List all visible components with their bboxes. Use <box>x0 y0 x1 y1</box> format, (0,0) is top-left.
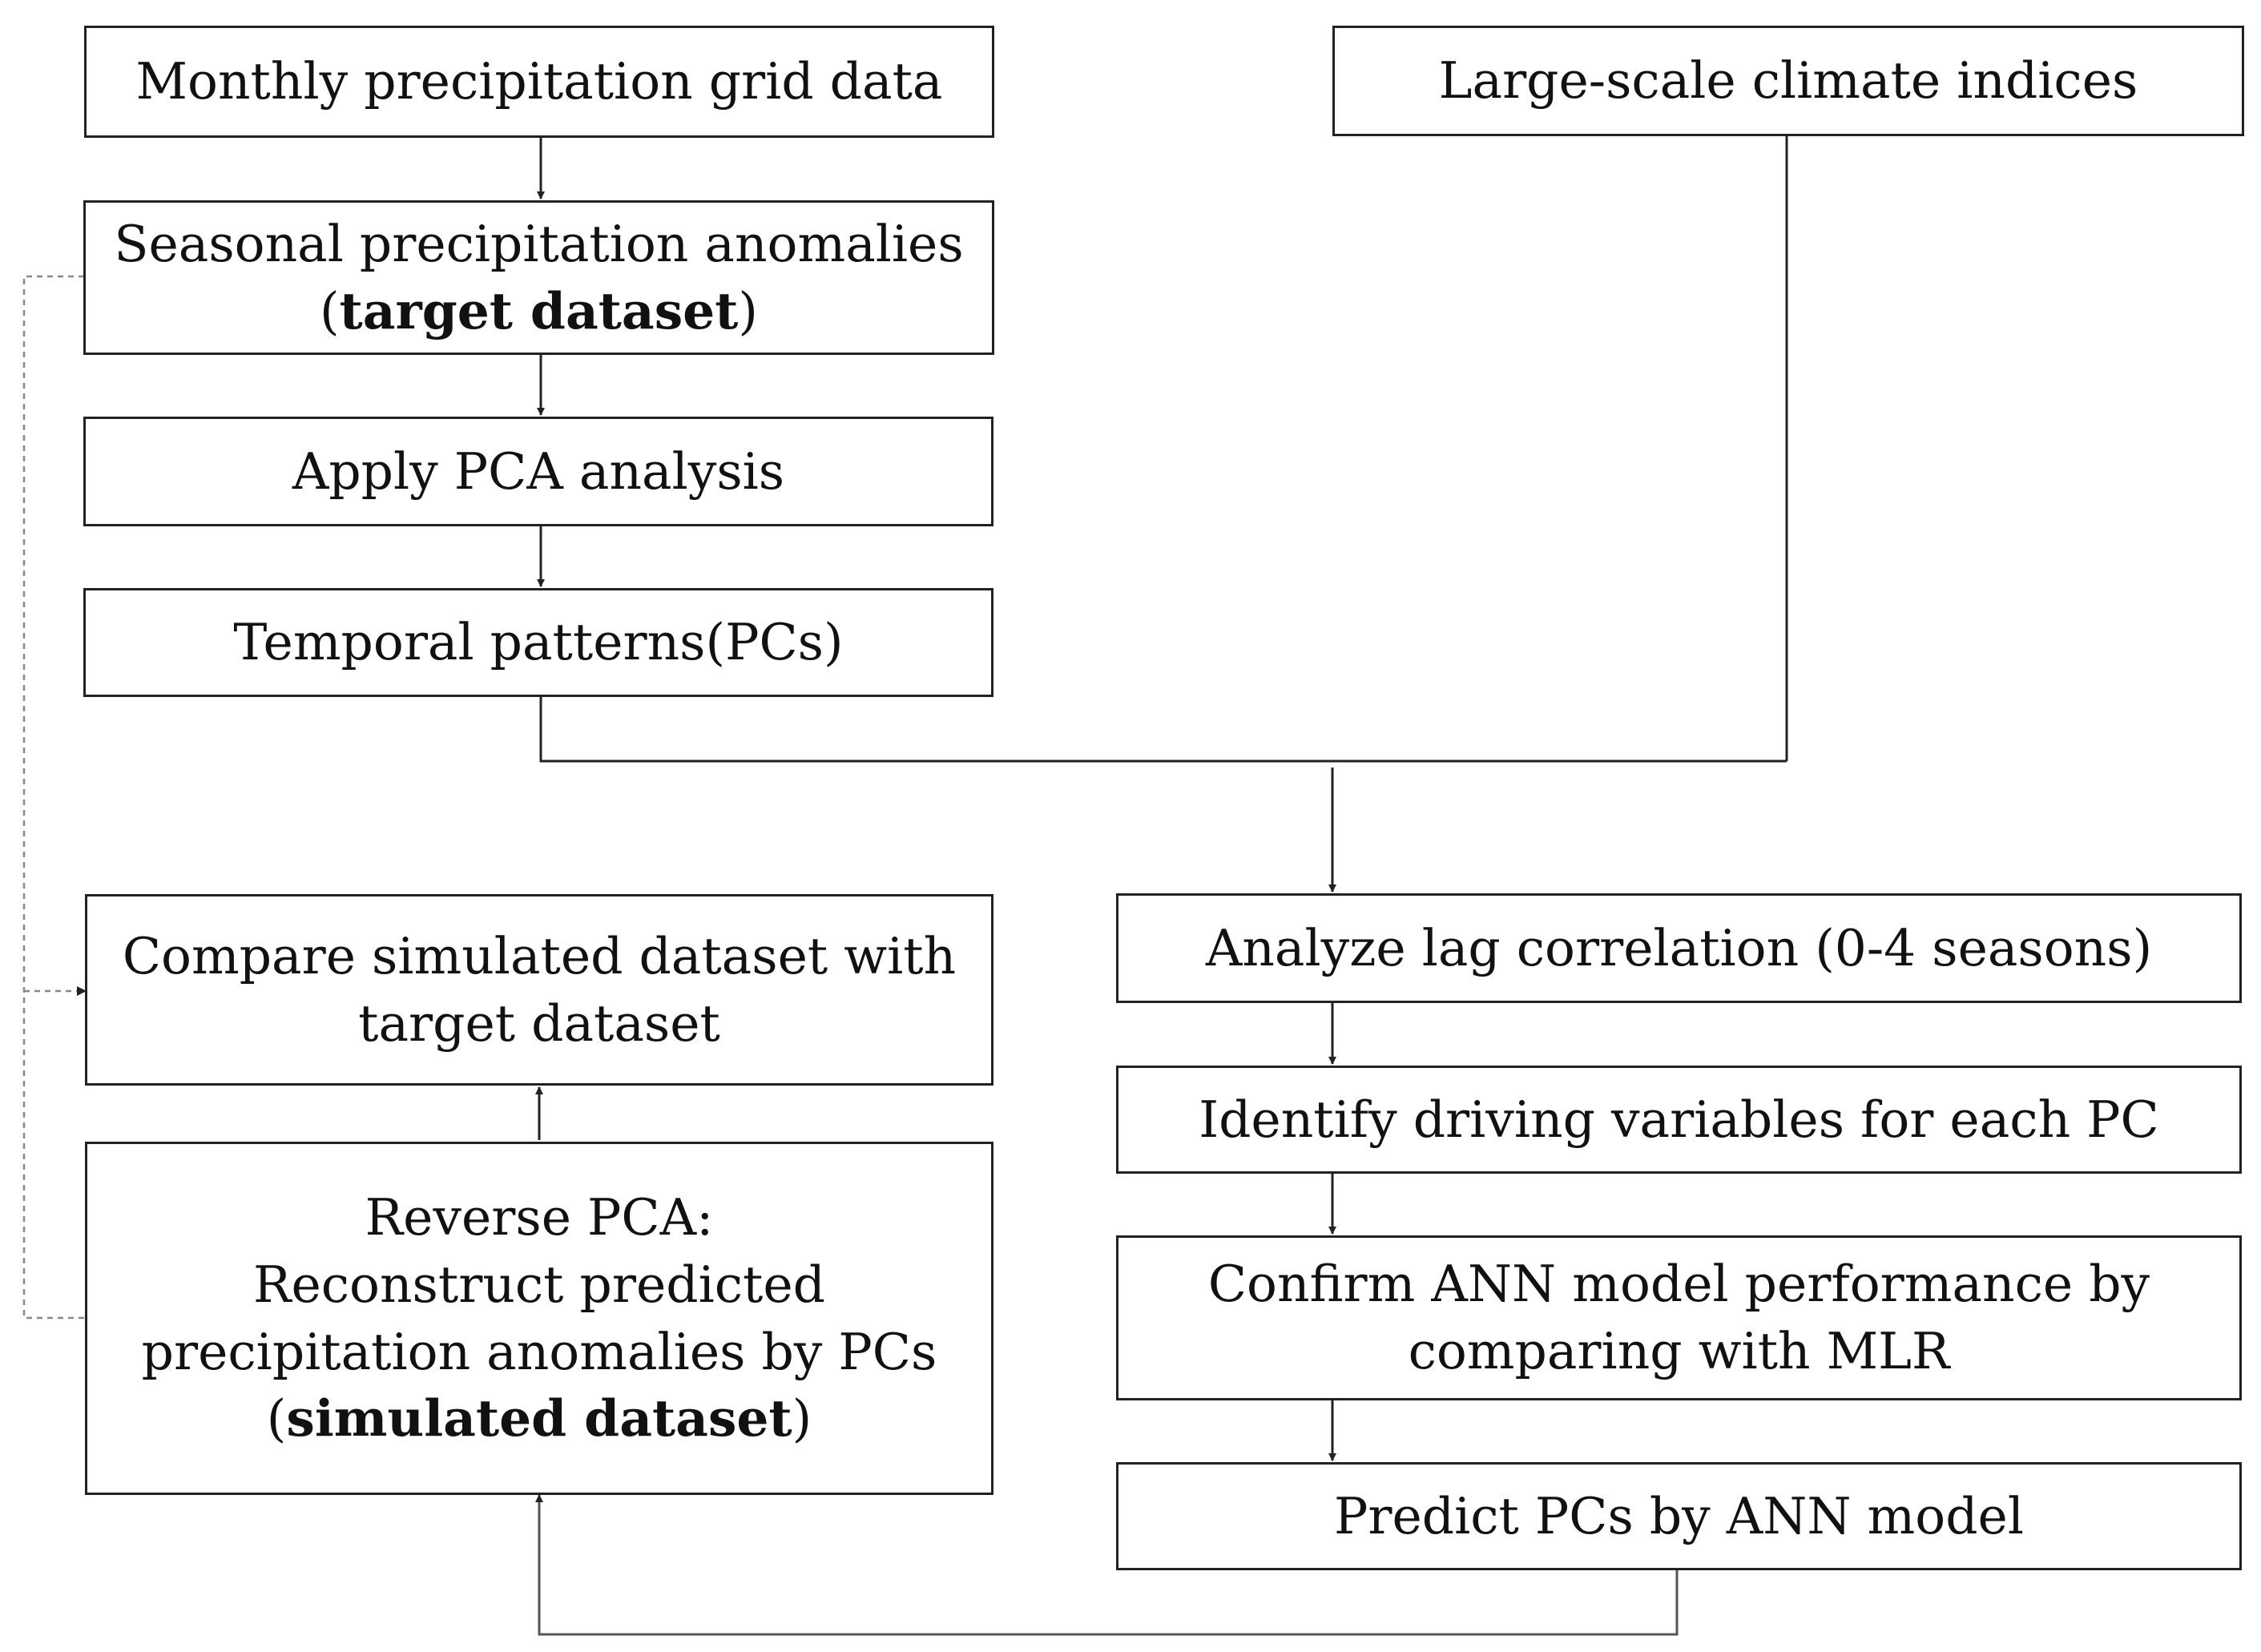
apply-pca-box: Apply PCA analysis <box>83 417 993 526</box>
confirm-ann-box: Confirm ANN model performance by compari… <box>1116 1235 2242 1400</box>
temporal-patterns-box: Temporal patterns(PCs) <box>83 588 993 697</box>
temporal-patterns-label: Temporal patterns(PCs) <box>233 613 844 672</box>
reverse-pca-line-3: precipitation anomalies by PCs <box>141 1322 937 1381</box>
monthly-precipitation-grid-label: Monthly precipitation grid data <box>135 52 943 111</box>
apply-pca-label: Apply PCA analysis <box>292 441 785 501</box>
climate-indices-box: Large-scale climate indices <box>1332 26 2244 136</box>
predict-pcs-box: Predict PCs by ANN model <box>1116 1462 2242 1570</box>
connector-temporal-merge <box>539 697 1787 763</box>
driving-variables-box: Identify driving variables for each PC <box>1116 1066 2242 1174</box>
lag-correlation-label: Analyze lag correlation (0-4 seasons) <box>1205 918 2153 977</box>
confirm-ann-line-1: Confirm ANN model performance by <box>1207 1255 2150 1314</box>
arrow-predict-to-reverse <box>535 1494 1679 1636</box>
compare-line-2: target dataset <box>358 993 720 1053</box>
dashed-link-target-to-compare <box>22 275 84 1320</box>
confirm-ann-line-2: comparing with MLR <box>1408 1322 1950 1380</box>
reverse-pca-line-2: Reconstruct predicted <box>253 1255 825 1314</box>
driving-variables-label: Identify driving variables for each PC <box>1199 1090 2159 1149</box>
seasonal-anomalies-box: Seasonal precipitation anomalies (target… <box>83 200 994 355</box>
target-dataset-label: (target dataset) <box>320 280 758 340</box>
compare-line-1: Compare simulated dataset with <box>122 926 957 985</box>
reverse-pca-title: Reverse PCA: <box>365 1187 714 1247</box>
lag-correlation-box: Analyze lag correlation (0-4 seasons) <box>1116 893 2242 1003</box>
simulated-dataset-label: (simulated dataset) <box>266 1388 812 1449</box>
compare-datasets-box: Compare simulated dataset with target da… <box>85 894 993 1086</box>
climate-indices-label: Large-scale climate indices <box>1438 51 2138 111</box>
monthly-precipitation-grid-box: Monthly precipitation grid data <box>84 26 994 138</box>
dashed-link-arrowhead <box>77 986 87 996</box>
seasonal-anomalies-label: Seasonal precipitation anomalies <box>114 214 964 273</box>
predict-pcs-label: Predict PCs by ANN model <box>1334 1486 2024 1545</box>
reverse-pca-box: Reverse PCA: Reconstruct predicted preci… <box>85 1142 993 1495</box>
